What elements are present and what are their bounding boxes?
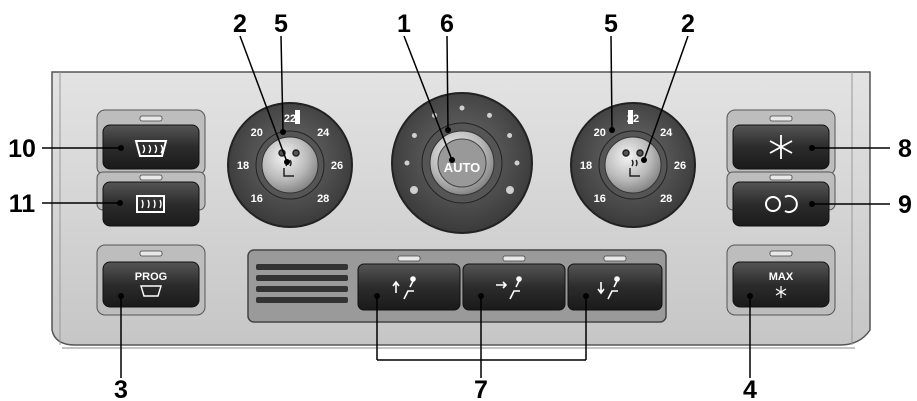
max-defrost-button[interactable]: MAX (726, 244, 836, 316)
snowflake-icon (769, 135, 793, 159)
callout-10: 10 (8, 135, 36, 163)
callout-dots (117, 127, 815, 299)
air-recirculation-icon (765, 195, 798, 213)
dial-temp-label: 26 (674, 160, 686, 172)
air-feet-icon (597, 276, 620, 300)
rear-window-heat-icon (136, 195, 165, 213)
dial-temp-label: 24 (660, 127, 673, 139)
indicator-light (139, 250, 163, 257)
fan-speed-dot (459, 105, 465, 111)
air-face-button[interactable] (462, 255, 566, 311)
fan-speed-dot (514, 160, 520, 166)
center-fan-dial[interactable]: AUTO (391, 92, 533, 234)
callout-6: 6 (440, 10, 454, 38)
dial-temp-label: 20 (251, 127, 263, 139)
dial-temp-label: 24 (317, 127, 330, 139)
windscreen-heat-button[interactable] (96, 109, 206, 176)
fan-speed-dot (411, 133, 417, 138)
vent-grille (256, 264, 348, 303)
callout-5-left: 5 (274, 10, 288, 38)
heated-seat-icon (622, 149, 644, 177)
indicator-light (769, 174, 793, 181)
callout-11: 11 (9, 190, 36, 218)
max-label: MAX (769, 271, 794, 283)
dial-pointer (295, 110, 300, 124)
callout-2-right: 2 (681, 10, 695, 38)
indicator-light (139, 174, 163, 181)
prog-button[interactable]: PROG (96, 244, 206, 316)
dial-temp-label: 28 (660, 193, 672, 205)
right-temperature-dial[interactable]: 16 18 20 22 24 26 28 (570, 102, 696, 228)
callout-1: 1 (397, 10, 411, 38)
left-temperature-dial[interactable]: 16 18 20 22 24 26 28 (227, 102, 353, 228)
windscreen-heat-icon (134, 140, 168, 157)
callout-9: 9 (898, 191, 912, 219)
dial-temp-label: 20 (594, 127, 606, 139)
callout-8: 8 (898, 135, 912, 163)
auto-label: AUTO (444, 160, 481, 175)
fan-speed-dot (507, 133, 513, 138)
dial-temp-label: 22 (627, 113, 639, 125)
indicator-light (139, 115, 163, 122)
rear-window-heat-button[interactable] (96, 171, 206, 227)
callout-7: 7 (474, 376, 488, 401)
air-distribution-strip (247, 249, 667, 323)
air-feet-button[interactable] (567, 255, 663, 311)
fan-speed-dot (404, 160, 410, 166)
indicator-light (769, 250, 793, 257)
recirculation-button[interactable] (726, 171, 836, 227)
indicator-light (397, 255, 421, 262)
air-upper-icon (392, 276, 416, 300)
callout-4: 4 (743, 376, 757, 401)
dial-temp-label: 28 (317, 193, 329, 205)
snowflake-icon (775, 286, 787, 298)
callout-3: 3 (114, 376, 128, 401)
fan-speed-dot (507, 188, 513, 193)
leader-lines (42, 35, 890, 378)
callout-labels: 2 5 1 6 5 2 10 11 8 9 3 7 4 (8, 10, 912, 401)
dial-temp-label: 16 (251, 193, 263, 205)
air-upper-button[interactable] (357, 255, 461, 311)
callout-2-left: 2 (233, 10, 247, 38)
dial-temp-label: 26 (331, 160, 343, 172)
fan-speed-dot (487, 112, 492, 118)
fan-speed-dot (411, 188, 417, 193)
indicator-light (603, 255, 627, 262)
dial-pointer (628, 110, 633, 124)
dial-temp-label: 16 (594, 193, 606, 205)
indicator-light (502, 255, 526, 262)
dial-temp-label: 18 (237, 160, 249, 172)
prog-label: PROG (135, 271, 167, 283)
ac-button[interactable] (726, 109, 836, 176)
indicator-light (769, 115, 793, 122)
dial-temp-label: 18 (580, 160, 592, 172)
callout-5-right: 5 (604, 10, 618, 38)
air-face-icon (496, 276, 522, 300)
windscreen-heat-icon (140, 285, 162, 297)
dial-temp-label: 22 (284, 113, 296, 125)
